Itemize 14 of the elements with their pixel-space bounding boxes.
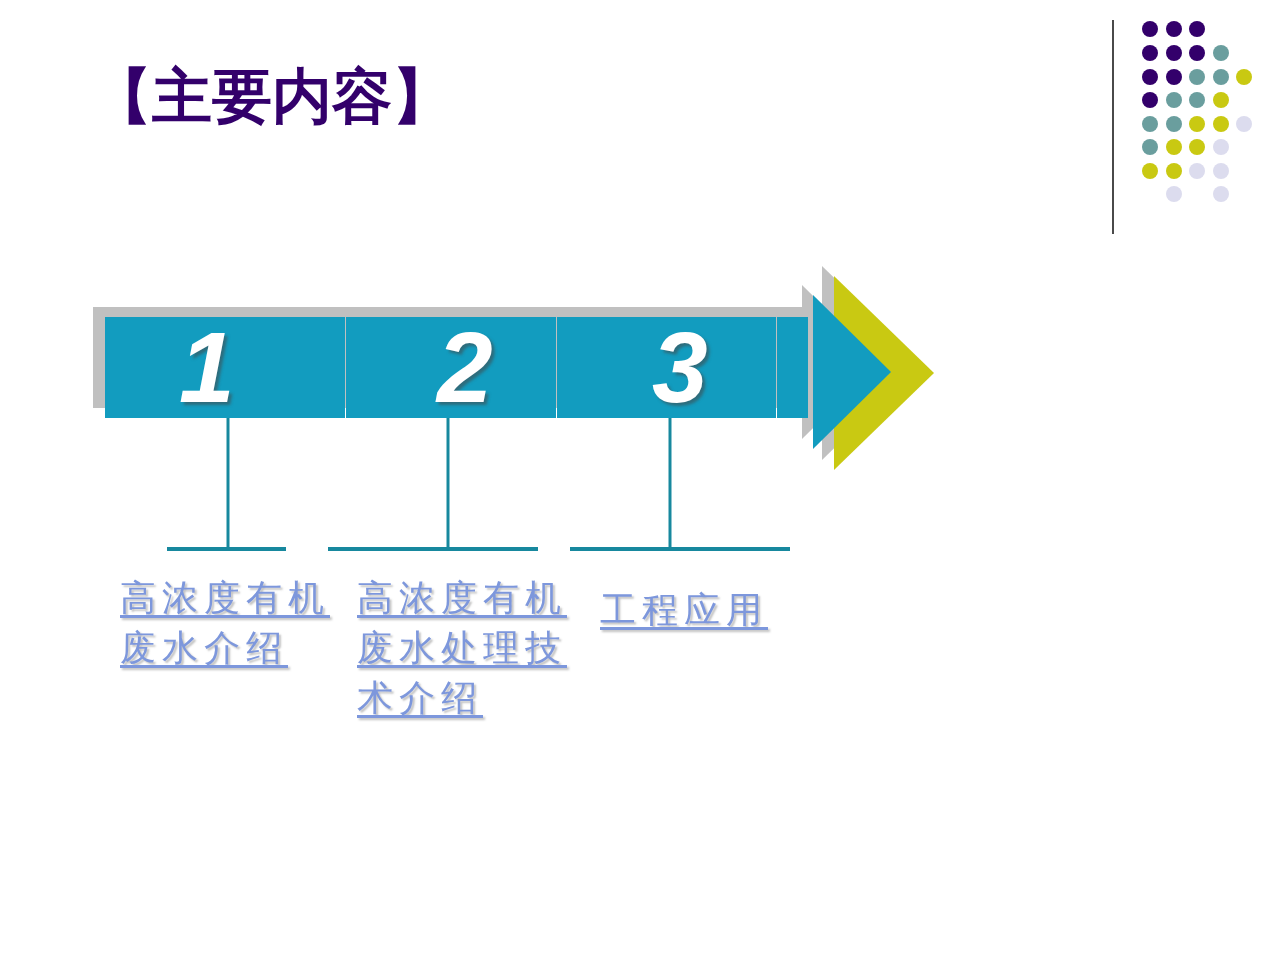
- connector-line: [226, 418, 230, 547]
- connector-line: [668, 418, 672, 547]
- topic-link: 工程应用: [600, 588, 769, 632]
- topic-link: 高浓度有机废水处理技术介绍: [357, 576, 568, 720]
- crossbar: [570, 547, 790, 551]
- connector-line: [446, 418, 450, 547]
- crossbar: [167, 547, 286, 551]
- band-segment: 2: [346, 317, 556, 418]
- band-segment: 1: [105, 317, 345, 418]
- topic-link: 高浓度有机废水介绍: [120, 576, 331, 670]
- slide-title: 【主要内容】: [92, 60, 452, 133]
- band-segment: 3: [557, 317, 776, 418]
- crossbar: [328, 547, 538, 551]
- band-segment: [777, 317, 808, 418]
